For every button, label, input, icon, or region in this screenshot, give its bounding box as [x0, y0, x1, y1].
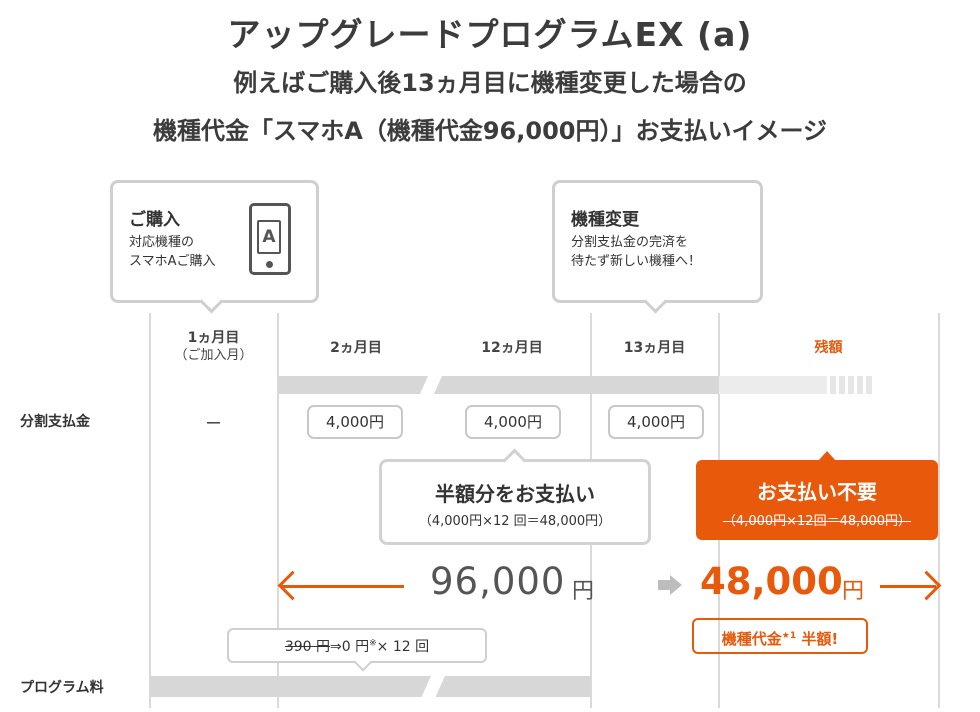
- model-change-callout: 機種変更 分割支払金の完済を 待たず新しい機種へ！: [552, 180, 763, 314]
- half-price-badge-note: ★1: [781, 631, 797, 641]
- row-label-installment: 分割支払金: [20, 414, 90, 430]
- column-header-month13: 13ヵ月目: [623, 340, 686, 356]
- remaining-bar: [719, 376, 827, 394]
- program-fee-bar: [150, 676, 590, 697]
- program-fee-count: × 12 回: [376, 639, 430, 655]
- column-header-remaining: 残額: [814, 340, 843, 356]
- model-change-callout-text: 分割支払金の完済を 待たず新しい機種へ！: [571, 235, 702, 269]
- half-pay-detail: （4,000円×12 回＝48,000円）: [418, 514, 612, 529]
- half-pay-callout: 半額分をお支払い （4,000円×12 回＝48,000円）: [379, 448, 651, 545]
- program-fee-callout: 390 円⇒0 円※× 12 回: [227, 628, 487, 672]
- program-fee-new: ⇒0 円: [330, 639, 370, 655]
- waived-amount-unit: 円: [842, 579, 865, 604]
- installment-bar: [278, 376, 718, 394]
- model-change-callout-heading: 機種変更: [571, 210, 639, 230]
- purchase-callout-text: 対応機種の スマホAご購入: [129, 235, 216, 269]
- column-header-month1-note: （ご加入月）: [174, 348, 253, 363]
- column-header-month1: 1ヵ月目 （ご加入月）: [150, 330, 277, 364]
- installment-month2-pill: 4,000円: [307, 405, 403, 439]
- purchase-callout-heading: ご購入: [129, 210, 180, 230]
- row-label-program-fee: プログラム料: [20, 680, 104, 696]
- page-subtitle-line-1: 例えばご購入後13ヵ月目に機種変更した場合の: [233, 69, 747, 97]
- half-price-badge-text: 機種代金: [721, 630, 782, 648]
- installment-month13-pill: 4,000円: [608, 405, 704, 439]
- remaining-bar-dashes: [830, 376, 874, 394]
- installment-month12-pill: 4,000円: [465, 405, 561, 439]
- no-payment-callout: お支払い不要 （4,000円×12回＝48,000円）: [696, 451, 938, 540]
- column-header-month2: 2ヵ月目: [330, 340, 382, 356]
- half-price-badge: 機種代金★1 半額!: [692, 618, 868, 654]
- column-divider: [149, 313, 151, 708]
- column-divider: [277, 313, 279, 708]
- page-subtitle-line-2: 機種代金「スマホA（機種代金96,000円）」お支払いイメージ: [153, 117, 827, 145]
- column-header-month1-label: 1ヵ月目: [187, 330, 240, 346]
- no-payment-detail: （4,000円×12回＝48,000円）: [722, 514, 912, 529]
- column-divider: [938, 313, 940, 708]
- paid-amount: 96,000: [430, 560, 566, 603]
- program-fee-original: 390 円: [284, 639, 331, 655]
- no-payment-heading: お支払い不要: [757, 480, 877, 504]
- smartphone-icon: A: [249, 203, 291, 275]
- program-fee-note: ※: [369, 638, 377, 649]
- next-arrow-icon: [658, 575, 684, 595]
- half-price-badge-suffix: 半額!: [796, 630, 839, 648]
- purchase-callout: ご購入 対応機種の スマホAご購入 A: [110, 180, 319, 314]
- page-title: アップグレードプログラムEX (a): [227, 15, 753, 54]
- column-header-month12: 12ヵ月目: [481, 340, 543, 356]
- smartphone-screen-letter: A: [257, 220, 281, 254]
- paid-amount-unit: 円: [572, 579, 595, 604]
- half-pay-heading: 半額分をお支払い: [435, 482, 595, 506]
- installment-month1-value: ー: [205, 414, 222, 433]
- waived-amount: 48,000: [700, 560, 843, 603]
